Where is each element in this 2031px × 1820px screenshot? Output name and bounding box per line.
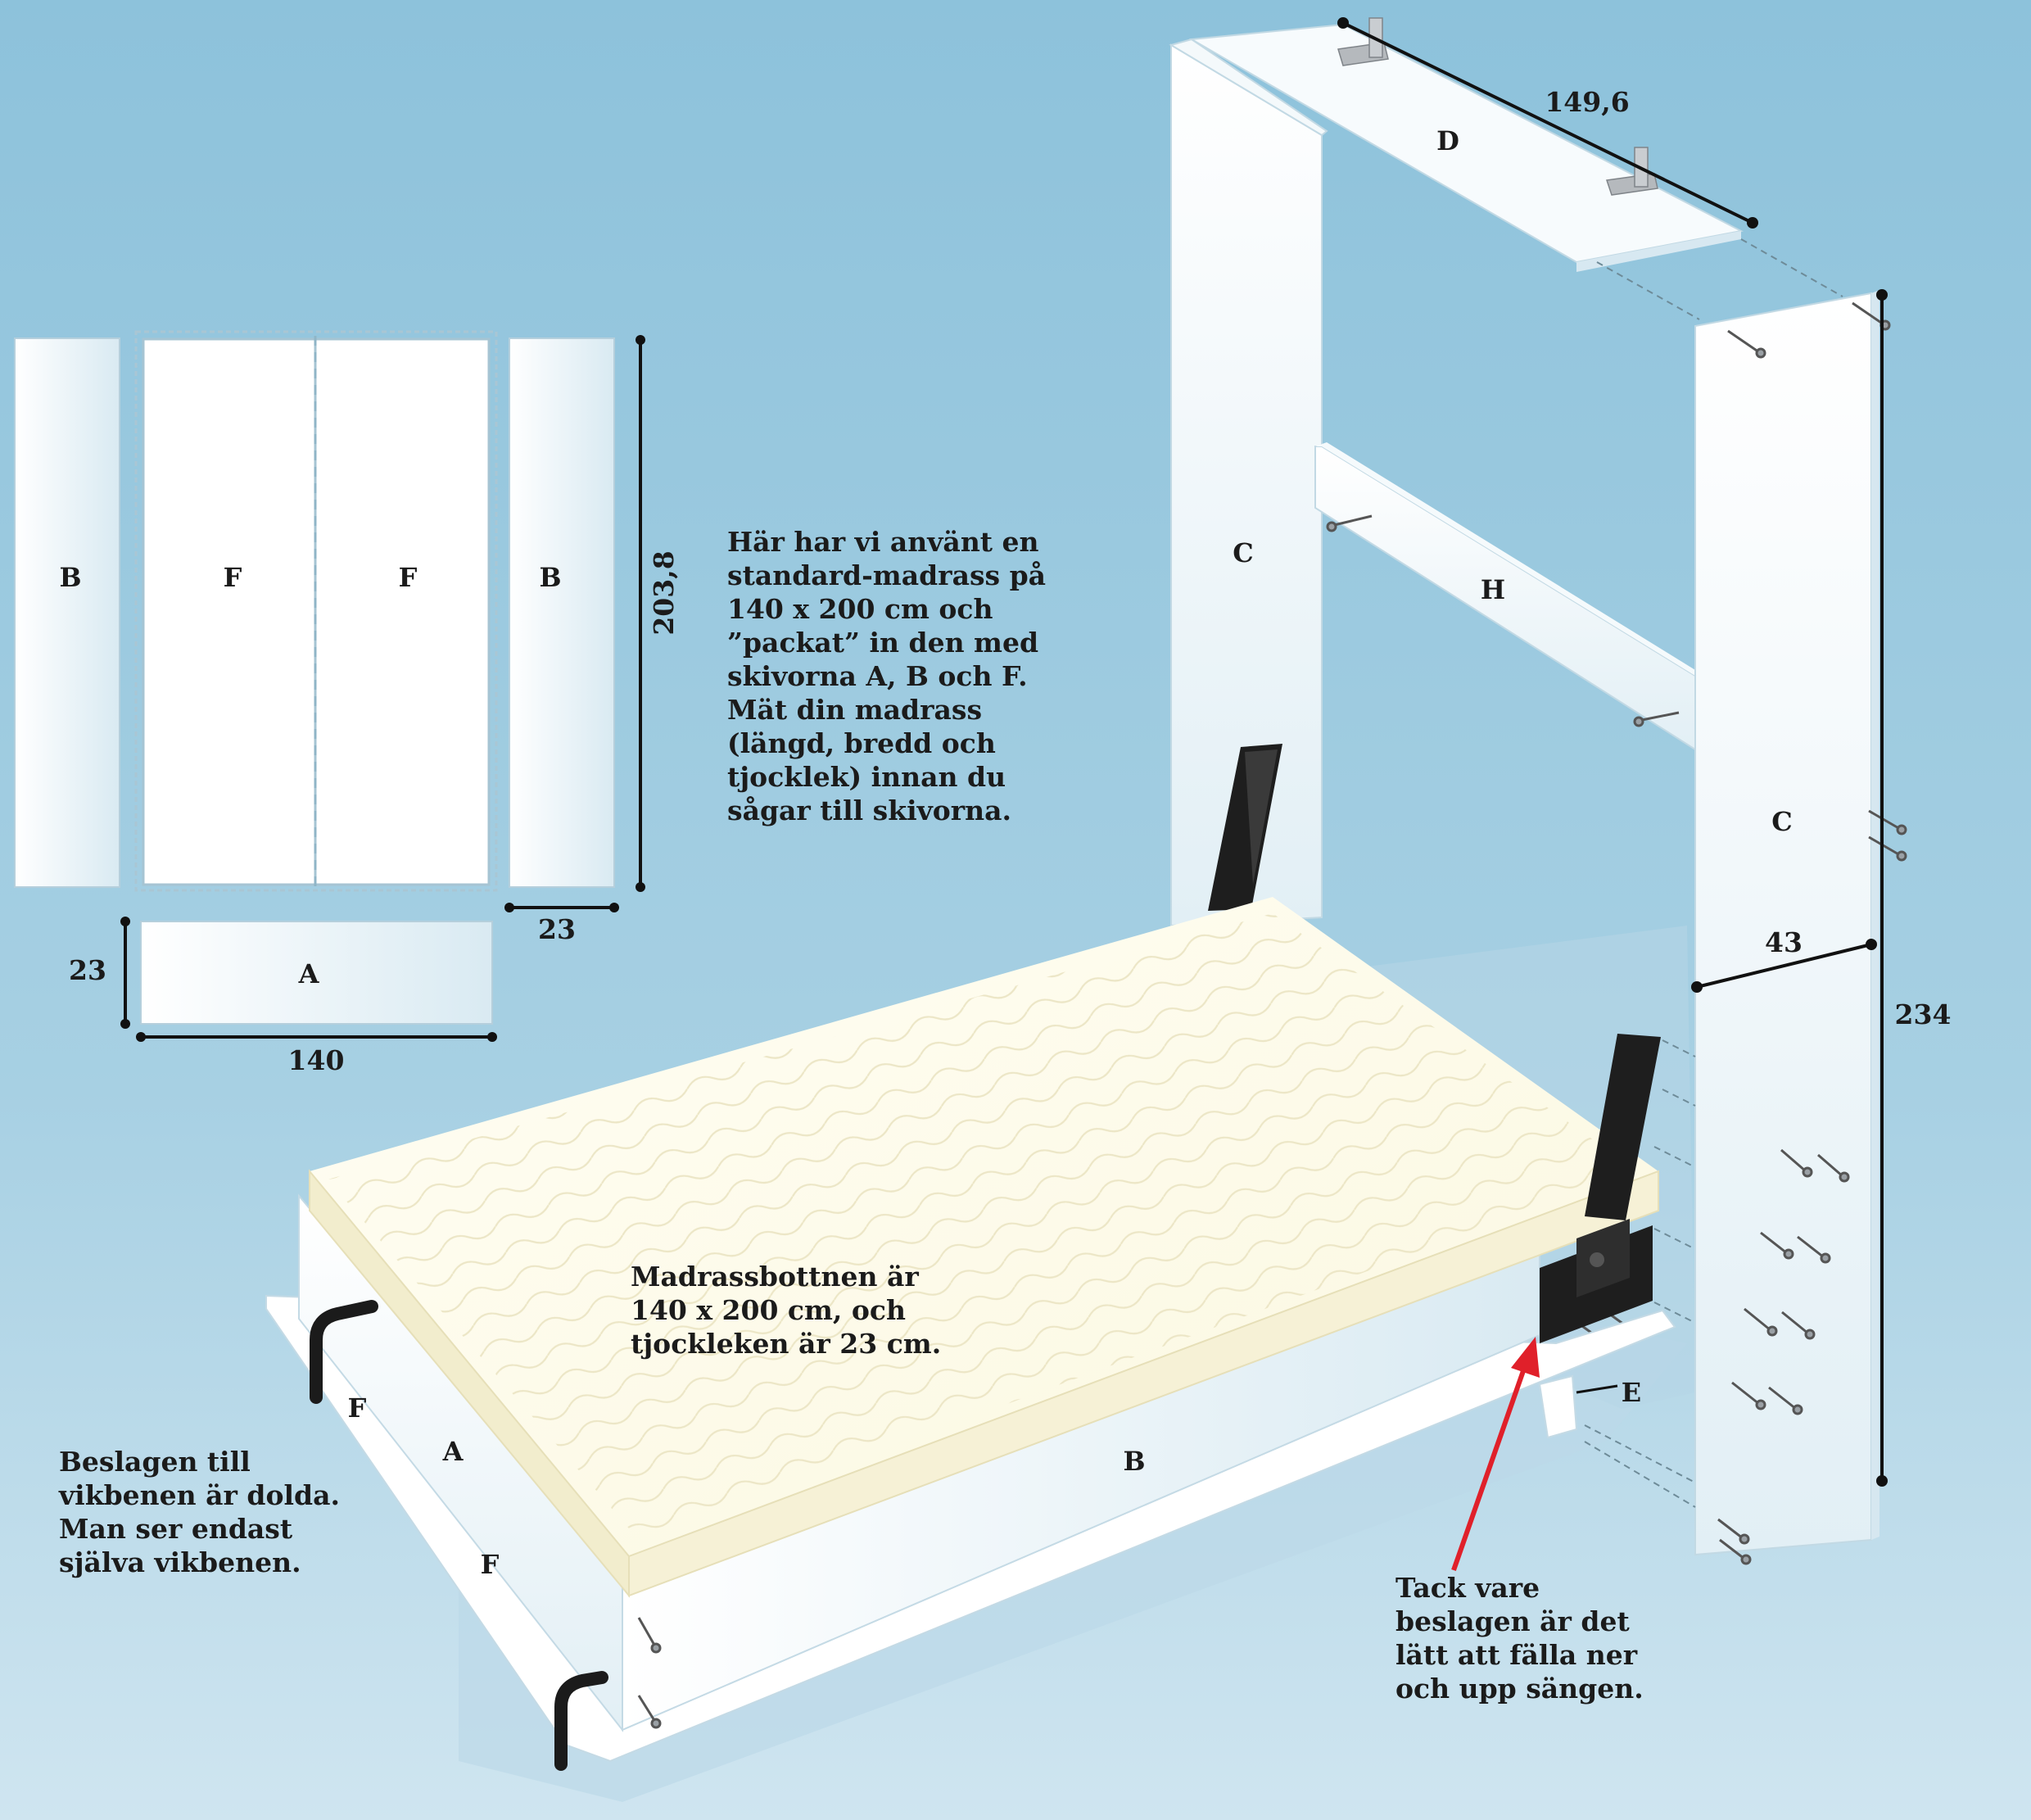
dimension-width-a-label: 140 <box>288 1044 345 1076</box>
flat-label-b-right: B <box>539 562 561 593</box>
dimension-board-width-b: 23 <box>504 903 619 945</box>
mattress-side-edge <box>628 1170 1659 1597</box>
dimension-c-height: 234 <box>1876 289 1951 1487</box>
folding-leg-left <box>310 1300 378 1404</box>
flat-layout: B F F B A 203,8 23 23 140 <box>14 330 680 1076</box>
note-base: Madrassbottnen är 140 x 200 cm, och tjoc… <box>631 1261 942 1360</box>
panel-c-right-face <box>1694 292 1872 1556</box>
cabinet: 149,6 234 43 D C H C <box>1169 17 1951 1565</box>
bed-label-a: A <box>442 1436 464 1467</box>
flat-label-f-left: F <box>224 562 242 593</box>
dimension-board-height-a: 23 <box>69 917 130 1029</box>
dimension-c-depth-label: 43 <box>1765 926 1803 958</box>
flat-label-b-left: B <box>59 562 81 593</box>
hinge-bracket-right <box>1540 1034 1661 1343</box>
note-legs: Beslagen till vikbenen är dolda. Man ser… <box>59 1446 340 1578</box>
flat-board-f-right <box>314 337 491 886</box>
bed: F A F B E <box>265 744 1696 1771</box>
bed-label-f-bottom: F <box>481 1549 500 1580</box>
flat-board-f-frame <box>134 330 498 892</box>
hinge-arrow <box>1451 1337 1540 1571</box>
rail-h-top <box>1315 442 1695 676</box>
guide-lines <box>1584 1039 1696 1508</box>
dimension-d-length: 149,6 <box>1337 17 1758 229</box>
panel-c-right-edge <box>1871 290 1879 1540</box>
flat-board-f-left <box>142 337 317 886</box>
flat-board-b-left <box>14 337 120 888</box>
label-c-left: C <box>1233 537 1253 568</box>
bed-label-f-top: F <box>348 1392 367 1424</box>
flat-label-a: A <box>298 958 320 989</box>
flat-board-a <box>140 921 493 1025</box>
leg-e <box>1538 1374 1618 1439</box>
mattress-quilting <box>328 913 1638 1540</box>
flat-board-b-right <box>509 337 615 888</box>
folding-leg-right <box>554 1671 608 1771</box>
dimension-flat-height: 203,8 <box>636 335 680 892</box>
dimension-board-width-b-label: 23 <box>538 913 576 945</box>
dimension-d-length-label: 149,6 <box>1545 86 1629 118</box>
label-d: D <box>1436 125 1459 156</box>
panel-d-edge <box>1576 231 1741 272</box>
bed-label-b: B <box>1123 1446 1145 1477</box>
dimension-width-a: 140 <box>136 1032 497 1076</box>
dimension-board-height-a-label: 23 <box>69 954 106 986</box>
hinge-bracket-left <box>1208 744 1282 911</box>
label-e: E <box>1622 1377 1641 1408</box>
dimension-c-depth: 43 <box>1691 926 1877 993</box>
panel-c-left-edge <box>1169 38 1328 137</box>
label-h: H <box>1481 574 1505 605</box>
label-c-right: C <box>1771 806 1792 837</box>
dimension-c-height-label: 234 <box>1895 998 1952 1030</box>
note-mattress: Här har vi använt en standard-madrass på… <box>727 526 1047 826</box>
note-hinge: Tack vare beslagen är det lätt att fälla… <box>1395 1572 1644 1705</box>
flat-label-f-right: F <box>399 562 418 593</box>
dimension-flat-height-label: 203,8 <box>648 550 680 635</box>
bed-screws <box>637 1617 662 1729</box>
